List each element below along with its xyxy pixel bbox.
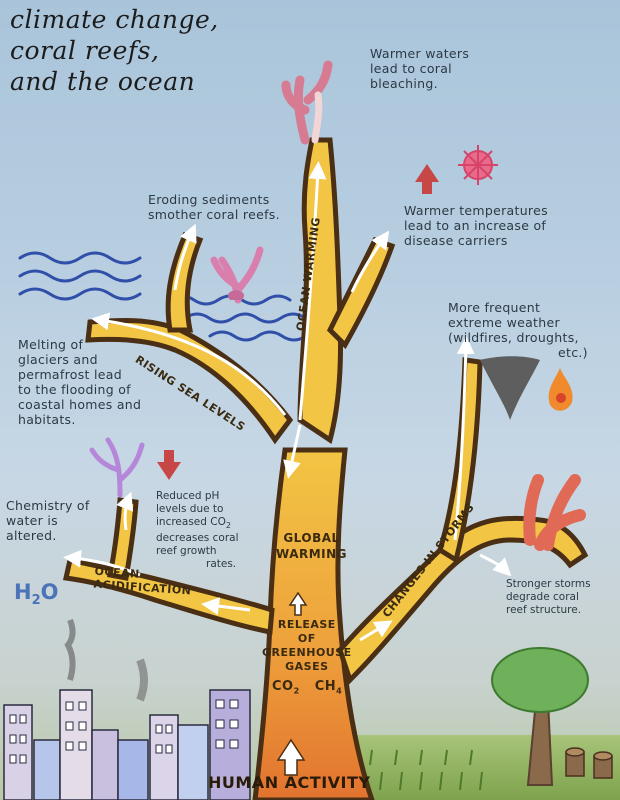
h2o-label: H2O [14,580,58,608]
flow-arrows [63,161,512,642]
branch-label-release-gases: RELEASE OF GREENHOUSE GASES [262,618,352,674]
note-line: Reduced pH [156,490,220,502]
note-bleaching: Warmer waters lead to coral bleaching. [370,46,469,91]
branch-label-global-warming: GLOBAL WARMING [276,530,347,562]
note-line: More frequent [448,300,541,315]
note-line: to the flooding of [18,382,131,397]
label-line: GREENHOUSE [262,646,352,659]
label-line: RELEASE [277,618,336,631]
city-buildings-icon [3,618,251,800]
title-line: coral reefs, [10,36,160,65]
small-tree-icon [491,647,589,786]
subscript: 2 [293,686,300,696]
human-activity-label: HUMAN ACTIVITY [208,773,371,792]
note-melting: Melting of glaciers and permafrost lead … [18,337,141,427]
note-line: decreases coral [156,532,239,545]
tree-trunk [62,137,589,800]
ch4-label: CH [314,679,337,694]
note-line: habitats. [18,412,76,427]
note-line: Warmer temperatures [404,203,548,218]
note-line: lead to an increase of [404,218,547,233]
note-line: Chemistry of [6,498,90,513]
label-line: WARMING [276,547,348,561]
label-line: GLOBAL [283,531,340,545]
note-line: increased CO2 [156,516,238,532]
title-line: climate change, [10,5,219,34]
note-disease: Warmer temperatures lead to an increase … [404,203,548,248]
note-storms: Stronger storms degrade coral reef struc… [506,578,591,617]
note-line: Eroding sediments [148,192,270,207]
note-line: (wildfires, droughts, [448,330,579,345]
note-chemistry: Chemistry of water is altered. [6,498,90,543]
note-line: Melting of [18,337,84,352]
page-title: climate change, coral reefs, and the oce… [10,4,219,97]
title-line: and the ocean [10,67,196,96]
note-line: glaciers and [18,352,98,367]
label-line: GASES [285,660,329,673]
note-line: smother coral reefs. [148,207,280,222]
fire-icon [548,368,573,411]
increase-arrow-icon [415,164,439,194]
ocean-waves-icon [18,251,308,342]
coral-purple-icon [89,437,145,498]
note-line: degrade coral [506,591,579,603]
tornado-icon [480,356,540,420]
stumps-icon [565,747,613,779]
co2-label: CO [272,679,294,694]
up-arrow-icons [276,591,308,776]
subscript: 4 [336,686,343,696]
note-ph: Reduced pH levels due to increased CO2 d… [156,490,238,571]
note-weather: More frequent extreme weather (wildfires… [448,300,588,360]
coral-bleached-icon [210,246,264,304]
subscript: 2 [225,521,231,531]
note-line: permafrost lead [18,367,122,382]
note-line: etc.) [558,345,588,360]
gas-formulas: CO2 CH4 [272,680,342,698]
note-line: Stronger storms [506,578,591,590]
note-text: increased CO [156,516,226,528]
h2o-o: O [40,580,59,604]
h2o-h: H [14,580,32,604]
note-line: water is [6,513,58,528]
note-line: reef structure. [506,604,582,616]
subscript: 2 [31,593,41,609]
decrease-arrow-icon [157,450,181,480]
note-line: coastal homes and [18,397,142,412]
note-sediments: Eroding sediments smother coral reefs. [148,192,280,222]
note-line: altered. [6,528,57,543]
note-line: disease carriers [404,233,508,248]
virus-icon [458,145,498,185]
note-line: reef growth [156,545,217,558]
label-line: OF [297,632,316,645]
coral-pink-icon [281,60,333,145]
note-line: rates. [206,558,237,571]
note-line: bleaching. [370,76,438,91]
note-line: levels due to [156,503,224,515]
note-line: lead to coral [370,61,452,76]
coral-red-icon [523,474,586,551]
note-line: Warmer waters [370,46,470,61]
note-line: extreme weather [448,315,560,330]
